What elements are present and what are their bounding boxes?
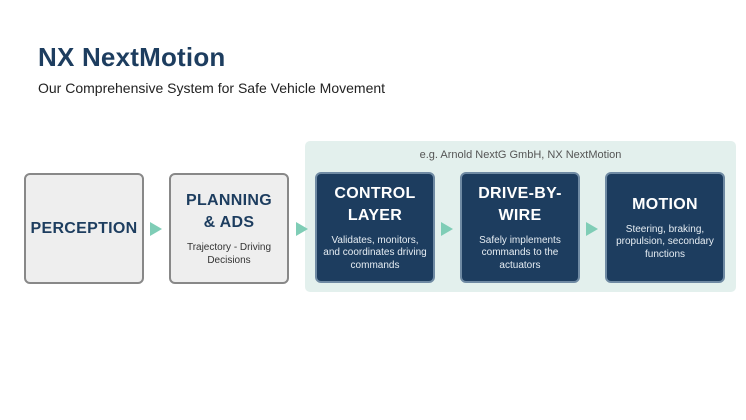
box-control-layer: CONTROL LAYER Validates, monitors, and c… bbox=[315, 172, 435, 283]
arrow-right-icon bbox=[586, 222, 598, 236]
box-motion-description: Steering, braking, propulsion, secondary… bbox=[616, 223, 714, 260]
page-title: NX NextMotion bbox=[38, 42, 226, 72]
page-subtitle: Our Comprehensive System for Safe Vehicl… bbox=[38, 80, 386, 96]
box-drive-by-wire: DRIVE-BY-WIRE Safely implements commands… bbox=[460, 172, 580, 283]
highlight-group-label: e.g. Arnold NextG GmbH, NX NextMotion bbox=[419, 149, 622, 161]
box-planning-ads-description: Trajectory - Driving Decisions bbox=[186, 242, 272, 266]
box-planning-ads: PLANNING & ADS Trajectory - Driving Deci… bbox=[169, 173, 289, 284]
box-control-layer-description: Validates, monitors, and coordinates dri… bbox=[323, 234, 427, 271]
box-perception-heading: PERCEPTION bbox=[30, 219, 138, 237]
arrow-right-icon bbox=[441, 222, 453, 236]
box-motion-heading: MOTION bbox=[632, 195, 698, 213]
box-drive-by-wire-description: Safely implements commands to the actuat… bbox=[479, 234, 561, 271]
box-perception: PERCEPTION bbox=[24, 173, 144, 284]
box-planning-ads-heading: PLANNING & ADS bbox=[186, 192, 272, 231]
arrow-right-icon bbox=[296, 222, 308, 236]
box-motion: MOTION Steering, braking, propulsion, se… bbox=[605, 172, 725, 283]
arrow-right-icon bbox=[150, 222, 162, 236]
box-control-layer-heading: CONTROL LAYER bbox=[334, 184, 416, 224]
box-drive-by-wire-heading: DRIVE-BY-WIRE bbox=[478, 184, 562, 224]
